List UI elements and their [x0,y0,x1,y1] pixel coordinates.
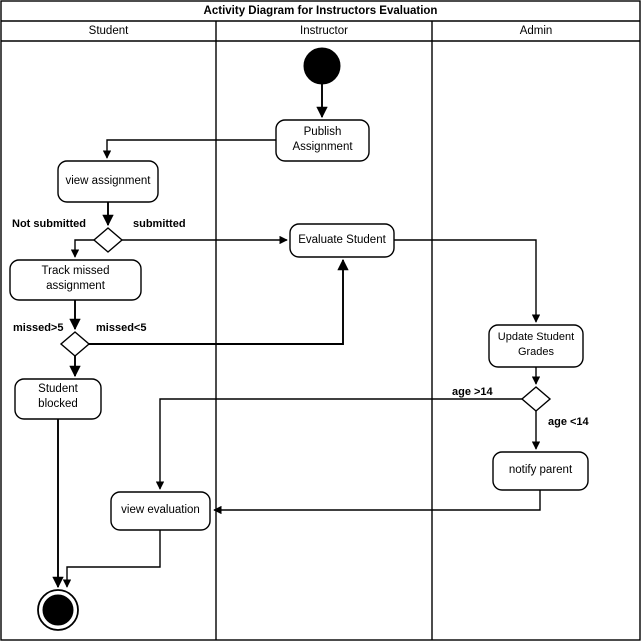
activity-view-evaluation-label: view evaluation [121,504,200,516]
activity-view-assignment-label: view assignment [65,175,151,187]
lane-header-student: Student [88,25,129,37]
activity-publish-assignment-line2: Assignment [292,141,353,153]
edge-notify-parent-to-view-evaluation [213,490,541,515]
edge-label-age-gt-14: age >14 [452,386,493,398]
edge-label-missed-gt-5: missed>5 [13,322,64,334]
edge-label-missed-lt-5: missed<5 [96,322,147,334]
lane-header-admin: Admin [519,25,553,37]
edge-publish-to-view-assignment [102,139,276,159]
activity-notify-parent-label: notify parent [508,464,573,476]
activity-update-student-grades-line1: Update Student [497,331,575,343]
edge-label-submitted: submitted [133,218,186,230]
edge-evaluate-student-to-update-grades [394,239,541,323]
activity-evaluate-student-label: Evaluate Student [298,234,386,246]
decision-submitted [92,227,124,253]
activity-update-student-grades-line2: Grades [517,346,555,358]
activity-track-missed-assignment-line2: assignment [46,280,105,292]
activity-student-blocked-line1: Student [38,383,78,395]
lane-header-instructor: Instructor [300,25,348,37]
edge-label-not-submitted: Not submitted [12,218,86,230]
final-node-core [42,594,74,626]
edge-view-evaluation-to-final [62,530,161,588]
activity-track-missed-assignment-line1: Track missed [41,265,110,277]
diagram-title: Activity Diagram for Instructors Evaluat… [203,5,438,17]
edge-not-submitted-to-track-missed [70,239,94,258]
edge-missed-lt5-to-evaluate-student [89,258,349,345]
activity-student-blocked-line2: blocked [38,398,78,410]
edge-label-age-lt-14: age <14 [548,416,589,428]
activity-publish-assignment-line1: Publish [303,126,342,138]
edge-age-gt14-to-view-evaluation [155,398,522,490]
initial-node [303,47,341,85]
